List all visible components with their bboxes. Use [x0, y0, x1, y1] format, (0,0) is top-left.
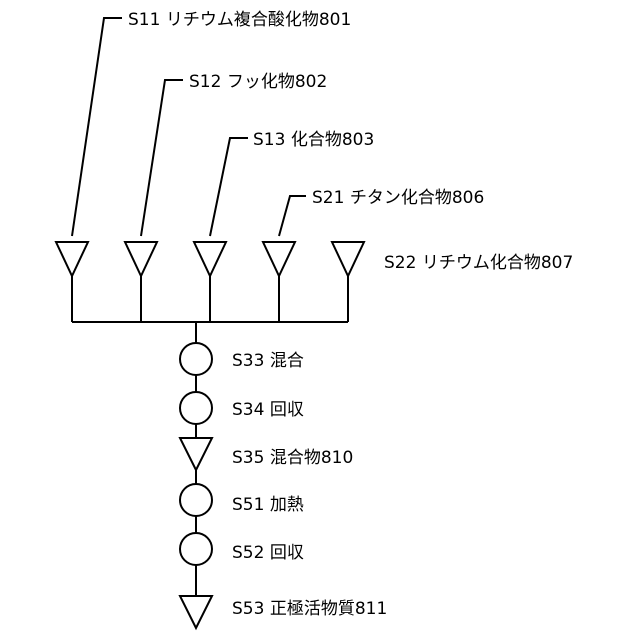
- leader-s11: [72, 18, 122, 236]
- step-triangle-s35: [180, 438, 212, 470]
- step-circle-s34: [180, 392, 212, 424]
- input-triangle-s13: [194, 242, 226, 276]
- step-circle-s51: [180, 484, 212, 516]
- step-label-s35: S35 混合物810: [232, 448, 353, 468]
- input-label-s21: S21 チタン化合物806: [312, 188, 484, 208]
- input-triangle-s21: [263, 242, 295, 276]
- leader-s21: [279, 196, 306, 236]
- step-circle-s33: [180, 343, 212, 375]
- leader-s12: [141, 80, 183, 236]
- step-label-s52: S52 回収: [232, 543, 304, 563]
- step-label-s33: S33 混合: [232, 351, 304, 371]
- input-label-s22: S22 リチウム化合物807: [384, 253, 573, 273]
- input-label-s11: S11 リチウム複合酸化物801: [128, 10, 351, 30]
- step-label-s53: S53 正極活物質811: [232, 599, 387, 619]
- input-triangle-s22: [332, 242, 364, 276]
- input-label-s12: S12 フッ化物802: [189, 72, 327, 92]
- process-steps: S33 混合 S34 回収 S35 混合物810 S51 加熱 S52 回収 S…: [180, 343, 387, 628]
- step-circle-s52: [180, 533, 212, 565]
- input-triangle-s11: [56, 242, 88, 276]
- leader-lines: [72, 18, 306, 236]
- step-triangle-s53: [180, 596, 212, 628]
- input-materials: [56, 242, 364, 276]
- input-label-s13: S13 化合物803: [253, 130, 374, 150]
- leader-s13: [210, 138, 248, 236]
- input-triangle-s12: [125, 242, 157, 276]
- input-labels: S11 リチウム複合酸化物801 S12 フッ化物802 S13 化合物803 …: [128, 10, 573, 273]
- step-label-s51: S51 加熱: [232, 495, 304, 515]
- step-label-s34: S34 回収: [232, 400, 304, 420]
